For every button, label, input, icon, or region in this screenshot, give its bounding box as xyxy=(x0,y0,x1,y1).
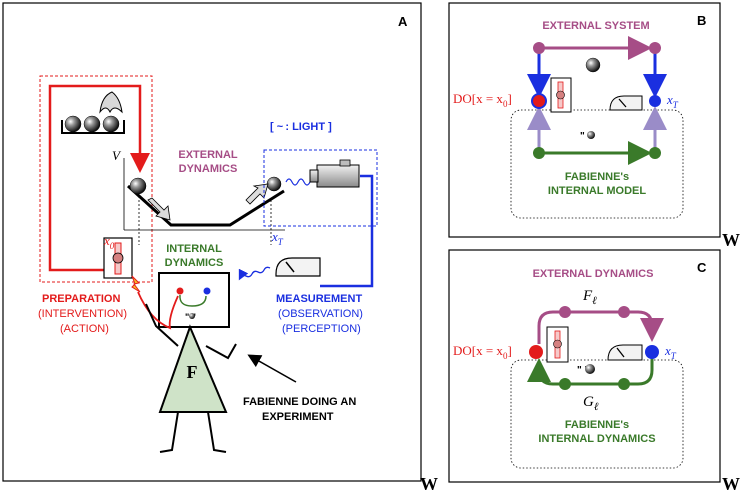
ball-left-icon xyxy=(129,177,147,195)
preparation-box xyxy=(39,75,153,283)
gauge-icon xyxy=(275,257,321,277)
b-node-int-start xyxy=(533,147,545,159)
b-node-do xyxy=(531,93,547,109)
internal-dynamics-box xyxy=(510,359,684,469)
action-wire xyxy=(137,291,179,330)
panel-c-letter: C xyxy=(697,260,707,275)
internal-model-box xyxy=(510,109,684,219)
panel-b-w: W xyxy=(722,230,740,250)
c-internal-dynamics-line2: INTERNAL DYNAMICS xyxy=(538,433,655,445)
slider-device-icon xyxy=(103,237,133,279)
c-gauge-icon xyxy=(607,344,643,361)
external-dynamics-line1: EXTERNAL xyxy=(178,149,238,161)
observation-label: (OBSERVATION) xyxy=(278,308,363,320)
internal-path xyxy=(179,294,207,307)
panel-a-letter: A xyxy=(398,14,408,29)
b-internal-model-line1: FABIENNE's xyxy=(565,171,629,183)
camera-icon xyxy=(309,159,360,188)
b-quote-ball-icon xyxy=(587,131,595,139)
c-int-node-1 xyxy=(559,378,571,390)
b-node-ext-end xyxy=(649,42,661,54)
spark-icon xyxy=(131,275,141,293)
panel-a-frame xyxy=(2,2,422,482)
internal-start-dot xyxy=(176,287,184,295)
preparation-label: PREPARATION xyxy=(42,293,120,305)
panel-c-title: EXTERNAL DYNAMICS xyxy=(533,268,654,280)
fabienne-head-letter: F xyxy=(187,362,198,382)
panel-a: A W V x0 xT E xyxy=(2,2,438,494)
internal-dynamics-line2: DYNAMICS xyxy=(165,257,224,269)
b-node-int-end xyxy=(649,147,661,159)
internal-dynamics-line1: INTERNAL xyxy=(166,243,222,255)
b-xt-label: xT xyxy=(666,92,679,110)
preparation-loop-arrow xyxy=(48,84,150,272)
fabienne-figure xyxy=(145,303,237,453)
b-gauge-icon xyxy=(609,95,643,111)
panel-c-w: W xyxy=(722,474,740,494)
caption-line1: FABIENNE DOING AN xyxy=(243,396,356,408)
hand-pointer-right-icon xyxy=(245,183,269,205)
c-ext-node-2 xyxy=(618,306,630,318)
panel-a-w: W xyxy=(420,474,438,494)
b-ball-icon xyxy=(585,57,601,73)
c-xt-label: xT xyxy=(664,343,677,361)
light-wave-brain xyxy=(238,266,271,281)
c-external-path xyxy=(537,310,664,344)
axis-v-label: V xyxy=(112,148,122,163)
panel-b-title: EXTERNAL SYSTEM xyxy=(542,20,649,32)
ball-right-icon xyxy=(266,176,282,192)
panel-b-letter: B xyxy=(697,13,706,28)
xt-label: xT xyxy=(271,229,284,247)
c-node-do xyxy=(529,345,543,359)
c-internal-path xyxy=(527,356,654,386)
internal-ball-icon xyxy=(189,313,195,319)
panel-c: C W EXTERNAL DYNAMICS " " Fℓ Gℓ DO[x = x… xyxy=(448,249,740,494)
action-label: (ACTION) xyxy=(60,323,109,335)
panel-b: B W EXTERNAL SYSTEM " " DO[x = x0] xT FA xyxy=(448,2,740,250)
panel-b-frame xyxy=(448,2,721,238)
light-wave-camera xyxy=(285,178,311,186)
panel-c-frame xyxy=(448,249,721,483)
b-slider-icon xyxy=(550,77,572,113)
c-int-node-2 xyxy=(618,378,630,390)
intervention-label: (INTERVENTION) xyxy=(38,308,127,320)
c-quote-ball-icon xyxy=(585,364,595,374)
c-ext-node-1 xyxy=(559,306,571,318)
b-node-xt xyxy=(649,95,661,107)
c-node-xt xyxy=(645,345,659,359)
b-node-ext-start xyxy=(533,42,545,54)
b-do-label: DO[x = x0] xyxy=(453,91,512,109)
b-quote: " " xyxy=(580,131,593,142)
c-do-label: DO[x = x0] xyxy=(453,343,512,361)
x0-label: x0 xyxy=(103,233,115,251)
b-internal-model-line2: INTERNAL MODEL xyxy=(548,185,646,197)
measurement-loop xyxy=(320,174,374,288)
c-f-label: Fℓ xyxy=(582,288,597,307)
caption-line2: EXPERIMENT xyxy=(262,411,334,423)
measurement-box xyxy=(263,149,378,227)
caption-arrow xyxy=(247,354,297,383)
light-legend: [ ~ : LIGHT ] xyxy=(270,121,332,133)
external-dynamics-line2: DYNAMICS xyxy=(179,163,238,175)
perception-label: (PERCEPTION) xyxy=(282,323,361,335)
potential-well xyxy=(126,184,285,227)
c-slider-icon xyxy=(546,326,569,363)
c-internal-dynamics-line1: FABIENNE's xyxy=(565,419,629,431)
measurement-label: MEASUREMENT xyxy=(276,293,362,305)
c-g-label: Gℓ xyxy=(583,394,599,413)
internal-end-dot xyxy=(203,287,211,295)
c-quote: " " xyxy=(577,365,590,376)
ball-tray-icon xyxy=(61,91,125,134)
hand-pointer-left-icon xyxy=(147,197,171,221)
